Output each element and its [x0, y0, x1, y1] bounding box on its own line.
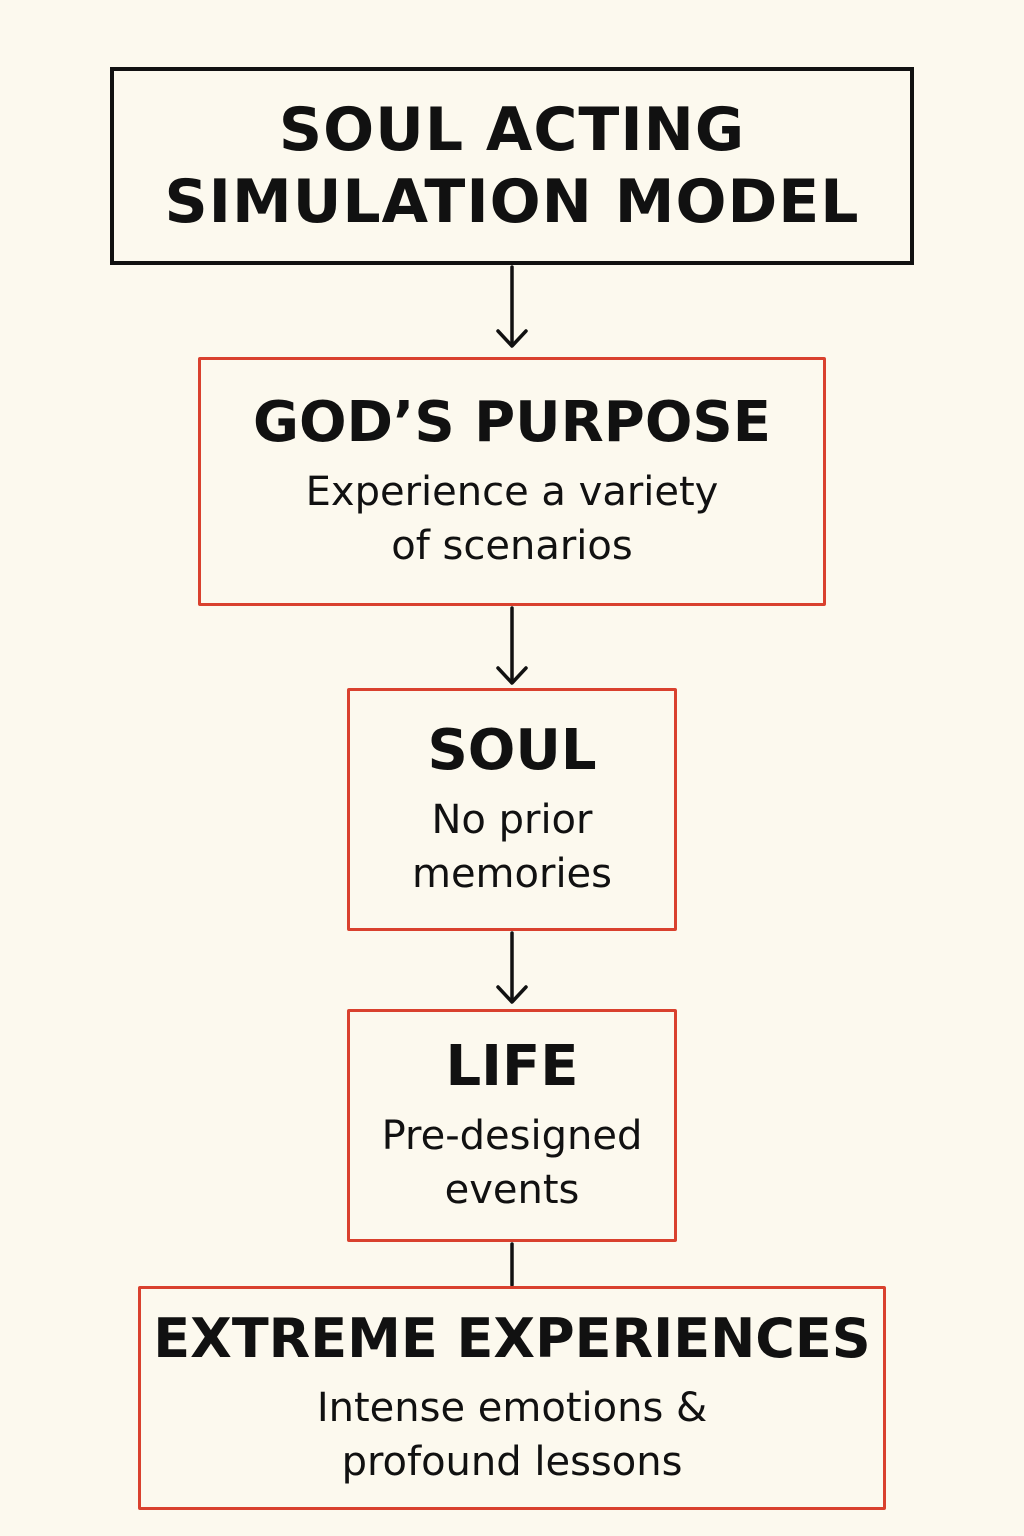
- node-gods-purpose-desc-line-1: Experience a variety: [305, 468, 719, 515]
- node-extreme-experiences: EXTREME EXPERIENCES Intense emotions & p…: [138, 1286, 886, 1510]
- node-soul: SOUL No prior memories: [347, 688, 677, 931]
- arrow-soul-to-life: [496, 931, 528, 1004]
- arrow-gods-purpose-to-soul: [496, 606, 528, 685]
- node-gods-purpose: GOD’S PURPOSE Experience a variety of sc…: [198, 357, 826, 606]
- node-extreme-experiences-title: EXTREME EXPERIENCES: [153, 1307, 871, 1370]
- diagram-title-line-1: SOUL ACTING: [278, 95, 746, 165]
- node-extreme-experiences-desc-line-1: Intense emotions &: [316, 1385, 708, 1431]
- node-extreme-experiences-desc-line-2: profound lessons: [341, 1439, 683, 1485]
- node-life: LIFE Pre-designed events: [347, 1009, 677, 1242]
- node-life-desc-line-1: Pre-designed: [381, 1112, 643, 1159]
- node-gods-purpose-desc-line-2: of scenarios: [391, 522, 633, 569]
- diagram-title-line-2: SIMULATION MODEL: [164, 167, 860, 237]
- arrow-title-to-gods-purpose: [496, 265, 528, 348]
- node-soul-desc-line-1: No prior: [431, 796, 593, 843]
- node-life-title: LIFE: [445, 1033, 579, 1099]
- node-gods-purpose-title: GOD’S PURPOSE: [252, 389, 772, 455]
- node-soul-title: SOUL: [427, 717, 597, 783]
- node-soul-desc-line-2: memories: [411, 850, 613, 897]
- diagram-title-box: SOUL ACTING SIMULATION MODEL: [110, 67, 914, 265]
- node-life-desc-line-2: events: [444, 1166, 580, 1213]
